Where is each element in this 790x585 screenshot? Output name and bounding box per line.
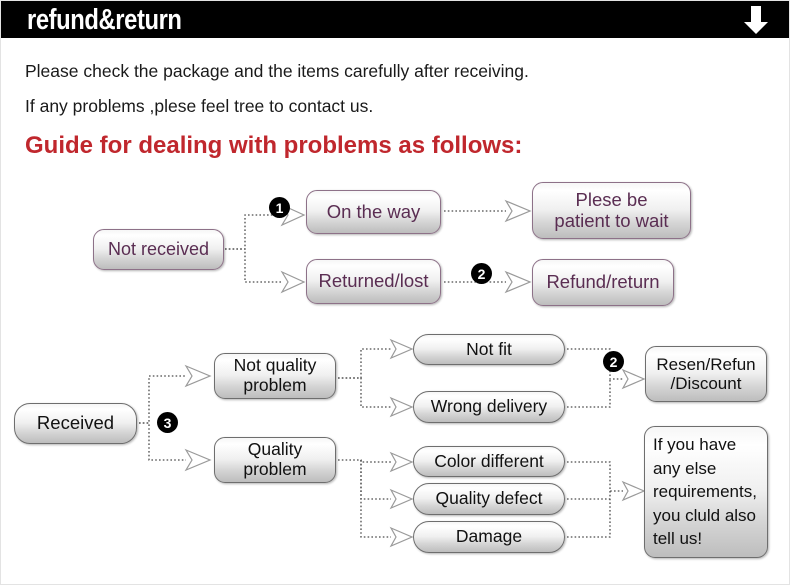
down-arrow-icon [744,6,768,34]
node-wrong-delivery[interactable]: Wrong delivery [413,391,565,423]
header-bar: refund&return [1,1,789,38]
node-returned-lost[interactable]: Returned/lost [306,259,441,304]
node-else-requirements[interactable]: If you have any else requirements, you c… [644,426,768,558]
badge-3: 3 [157,412,178,433]
badge-2-top: 2 [471,263,492,284]
node-refund-return[interactable]: Refund/return [532,259,674,306]
node-plese-be-patient[interactable]: Plese be patient to wait [532,182,691,239]
guide-heading: Guide for dealing with problems as follo… [25,132,523,159]
badge-2-bottom: 2 [603,351,624,372]
node-color-different[interactable]: Color different [413,446,565,477]
node-not-quality-problem[interactable]: Not quality problem [214,353,336,399]
node-quality-problem[interactable]: Quality problem [214,437,336,483]
badge-1: 1 [269,197,290,218]
page-title: refund&return [27,4,182,36]
node-received[interactable]: Received [14,403,137,444]
node-not-received[interactable]: Not received [93,229,224,270]
node-damage[interactable]: Damage [413,521,565,553]
node-quality-defect[interactable]: Quality defect [413,483,565,515]
node-resend-refund-discount[interactable]: Resen/Refun /Discount [645,346,767,402]
node-not-fit[interactable]: Not fit [413,334,565,365]
intro-line-2: If any problems ,plese feel tree to cont… [25,96,374,116]
intro-line-1: Please check the package and the items c… [25,61,529,81]
node-on-the-way[interactable]: On the way [306,190,441,234]
